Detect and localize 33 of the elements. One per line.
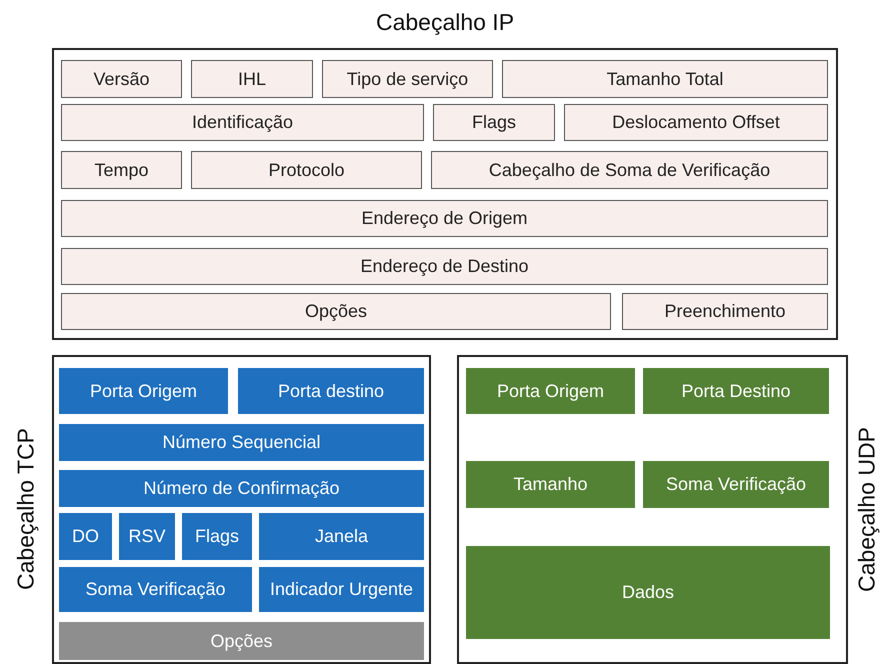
panel-title: Cabeçalho UDP <box>853 426 880 594</box>
header-field: Endereço de Origem <box>61 200 828 237</box>
header-field: Número Sequencial <box>59 424 424 461</box>
header-field: Porta Origem <box>466 368 635 414</box>
header-field: Preenchimento <box>622 293 828 330</box>
panel-title: Cabeçalho IP <box>374 8 516 37</box>
header-field: Cabeçalho de Soma de Verificação <box>431 151 828 189</box>
header-field: Versão <box>61 60 182 98</box>
header-field: Tamanho <box>466 461 635 508</box>
header-field: Dados <box>466 546 830 639</box>
header-field: IHL <box>191 60 313 98</box>
header-field: Janela <box>259 513 424 560</box>
header-field: Tipo de serviço <box>322 60 493 98</box>
header-field: Tamanho Total <box>502 60 828 98</box>
header-field: RSV <box>119 513 175 560</box>
header-field: Número de Confirmação <box>59 470 424 507</box>
header-field: Protocolo <box>191 151 422 189</box>
header-field: Porta Destino <box>643 368 829 414</box>
panel-title: Cabeçalho TCP <box>12 428 40 592</box>
header-field: Endereço de Destino <box>61 248 828 285</box>
header-field: Opções <box>59 622 424 660</box>
header-field: DO <box>59 513 112 560</box>
header-field: Tempo <box>61 151 182 189</box>
header-field: Porta destino <box>238 368 424 414</box>
header-field: Identificação <box>61 104 424 141</box>
header-field: Indicador Urgente <box>259 567 424 612</box>
header-field: Flags <box>433 104 555 141</box>
header-field: Soma Verificação <box>643 461 829 508</box>
header-field: Porta Origem <box>59 368 228 414</box>
header-field: Soma Verificação <box>59 567 252 612</box>
header-field: Flags <box>182 513 252 560</box>
header-field: Deslocamento Offset <box>564 104 828 141</box>
header-field: Opções <box>61 293 611 330</box>
